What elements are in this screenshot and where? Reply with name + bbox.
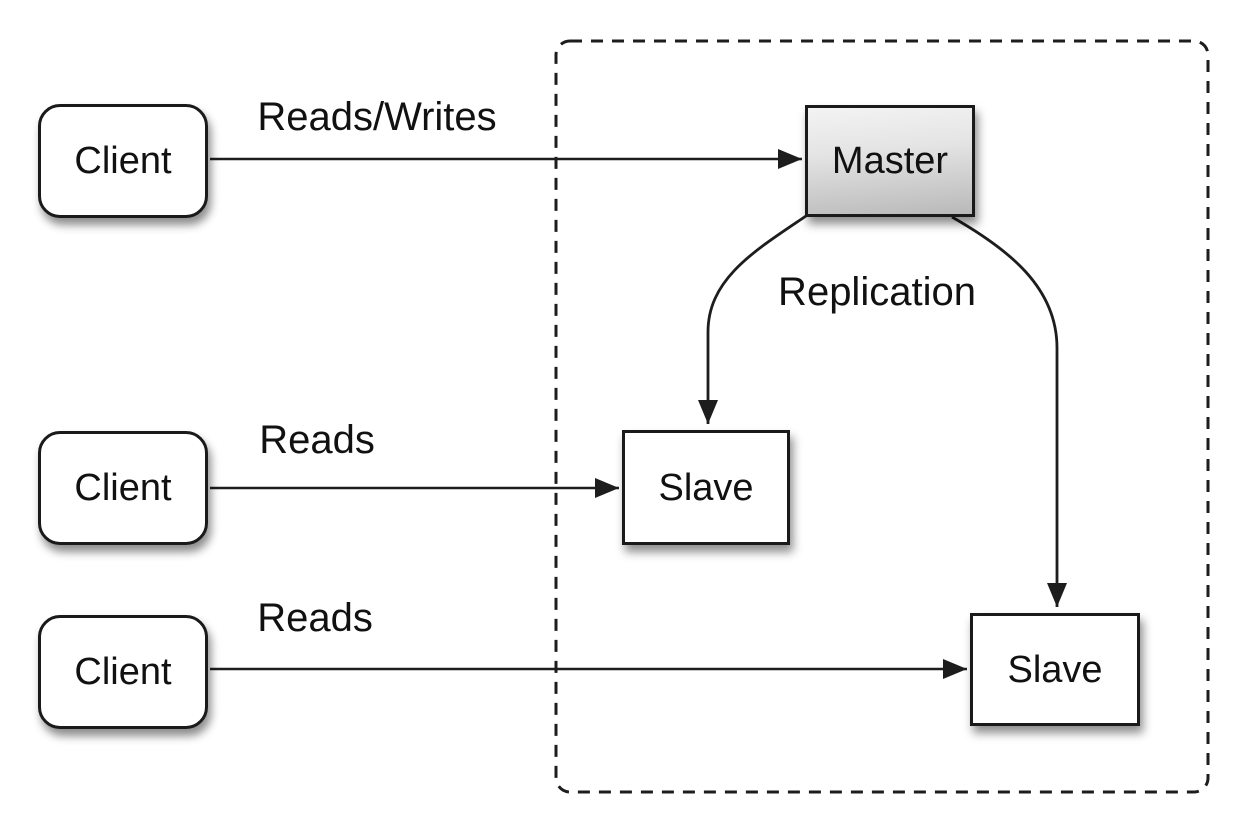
edge-label-reads-writes: Reads/Writes [257,95,497,139]
node-client-1: Client [38,104,208,218]
node-slave-2-label: Slave [1007,648,1103,691]
node-client-3-label: Client [74,651,172,693]
edge-label-replication: Replication [778,270,976,314]
node-client-2-label: Client [74,467,172,509]
edge-master-slave2-replication-arrow [951,215,1067,607]
edge-label-reads-bottom: Reads [257,596,373,640]
edge-master-slave1-replication-arrow [698,214,807,424]
node-slave-1: Slave [622,430,790,545]
node-master: Master [805,105,975,217]
edge-label-reads-top: Reads [259,418,375,462]
node-slave-1-label: Slave [658,466,754,509]
node-client-1-label: Client [74,140,172,182]
node-client-2: Client [38,431,208,545]
node-master-label: Master [831,140,949,182]
node-client-3: Client [38,615,208,729]
node-slave-2: Slave [970,613,1140,726]
cluster-boundary [554,39,1210,794]
